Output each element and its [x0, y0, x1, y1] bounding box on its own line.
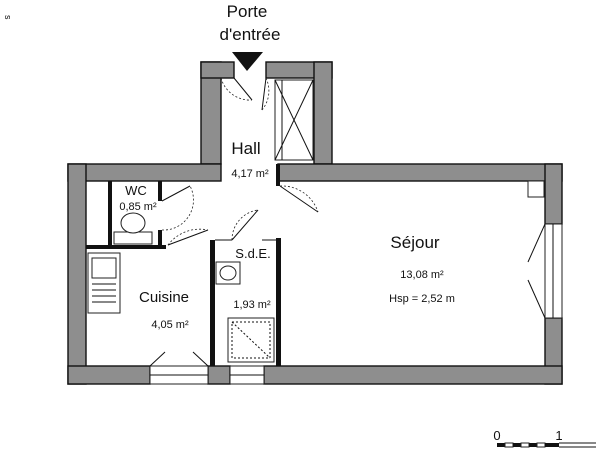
room-area-wc: 0,85 m²: [119, 201, 157, 213]
entrance-label: Porte d'entrée: [220, 2, 281, 44]
wall: [544, 163, 563, 225]
wall: [67, 365, 151, 385]
wall: [313, 61, 333, 165]
scale-label-end: 1: [555, 428, 562, 443]
room-area-cuisine: 4,05 m²: [151, 319, 189, 331]
wall: [67, 163, 87, 385]
wall: [277, 163, 563, 182]
wc-toilet: [113, 212, 153, 245]
wall: [67, 163, 222, 182]
scale-label-start: 0: [493, 428, 500, 443]
room-name-sde: S.d.E.: [235, 246, 270, 261]
corner-mark: s: [3, 15, 13, 20]
entrance-door: [220, 77, 270, 111]
entrance-line2: d'entrée: [220, 25, 281, 44]
partition: [276, 164, 280, 186]
wall: [207, 365, 231, 385]
entrance-line1: Porte: [227, 2, 268, 21]
partition: [108, 181, 112, 247]
partition: [210, 240, 215, 366]
room-area-sejour: 13,08 m²: [400, 269, 444, 281]
room-name-hall: Hall: [231, 139, 260, 158]
wall: [200, 61, 235, 79]
entrance-arrow: [232, 52, 263, 71]
partition: [276, 238, 281, 366]
partitions: [86, 164, 281, 366]
partition: [86, 245, 166, 249]
windows: [149, 223, 563, 385]
room-area-sde: 1,93 m²: [233, 299, 271, 311]
room-name-cuisine: Cuisine: [139, 289, 189, 306]
kitchen-sink: [87, 252, 121, 314]
partition: [158, 230, 162, 247]
interior-doors: [161, 185, 319, 246]
duct: [527, 180, 545, 198]
washbasin: [215, 261, 241, 285]
room-height-sejour: Hsp = 2,52 m: [389, 293, 455, 305]
partition: [158, 181, 162, 201]
room-name-sejour: Séjour: [390, 233, 439, 252]
room-area-hall: 4,17 m²: [231, 168, 269, 180]
scale-bar: 0 1: [493, 428, 596, 448]
walls: [67, 61, 563, 385]
wall: [263, 365, 563, 385]
shower: [227, 317, 275, 363]
room-name-wc: WC: [125, 183, 147, 198]
closet: [274, 79, 314, 161]
